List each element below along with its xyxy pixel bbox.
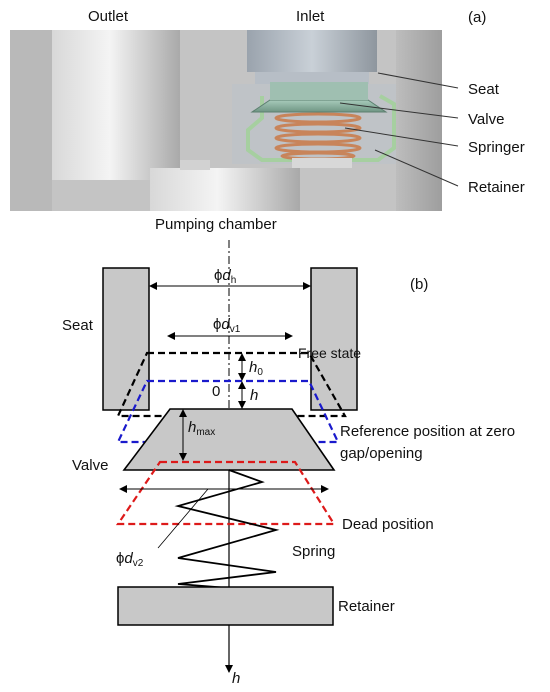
spring-label: Spring <box>292 543 335 560</box>
inlet-label: Inlet <box>296 8 325 25</box>
outlet-label: Outlet <box>88 8 129 25</box>
spring-zigzag <box>174 469 280 589</box>
seat-block-left <box>102 267 150 411</box>
retainer-block <box>117 586 334 626</box>
panel-a-callouts <box>339 72 459 187</box>
reference-label-line2: gap/opening <box>340 445 423 462</box>
seat-label: Seat <box>62 317 94 334</box>
dead-position-label: Dead position <box>342 516 434 533</box>
reference-label-line1: Reference position at zero <box>340 423 515 440</box>
callout-springer: Springer <box>468 139 525 156</box>
free-state-label: Free state <box>298 345 361 361</box>
zero-label: 0 <box>212 383 220 400</box>
dim-h0-label: h0 <box>249 359 263 378</box>
h-axis-label: h <box>232 670 240 687</box>
dim-dv1-label: ϕdv1 <box>213 316 241 335</box>
callout-valve: Valve <box>468 111 504 128</box>
pumping-chamber-label: Pumping chamber <box>155 216 277 233</box>
seat-block-right <box>310 267 358 411</box>
dim-dv2-label: ϕdv2 <box>116 550 144 569</box>
free-state-outline <box>116 351 347 418</box>
retainer-label: Retainer <box>338 598 395 615</box>
dim-hmax-label: hmax <box>188 419 215 438</box>
callout-retainer: Retainer <box>468 179 525 196</box>
dead-position-outline <box>115 460 336 526</box>
dim-dv2-leader <box>157 488 209 549</box>
panel-b-tag: (b) <box>410 276 428 293</box>
panel-a-tag: (a) <box>468 9 486 26</box>
panel-a-rendering <box>10 30 442 211</box>
spring-coils-3d <box>274 112 362 161</box>
dim-h-label: h <box>250 387 258 404</box>
valve-body <box>122 408 336 471</box>
dim-dh-label: ϕdh <box>214 267 236 286</box>
callout-seat: Seat <box>468 81 500 98</box>
valve-label: Valve <box>72 457 108 474</box>
